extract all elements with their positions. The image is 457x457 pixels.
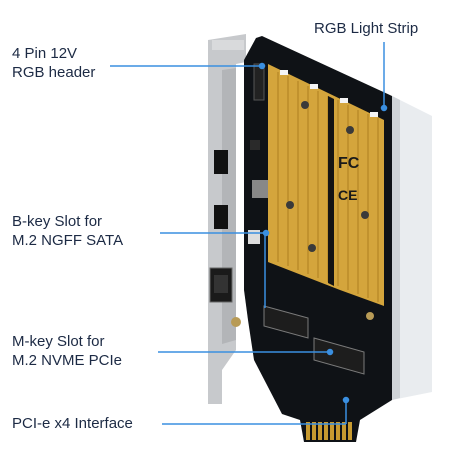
pcb-board <box>231 36 432 442</box>
label-pcie: PCI-e x4 Interface <box>12 414 133 433</box>
pcie-gold-fingers <box>306 422 352 440</box>
label-b-key: B-key Slot for M.2 NGFF SATA <box>12 212 123 250</box>
label-b-key-line1: B-key Slot for <box>12 213 103 230</box>
label-m-key-line1: M-key Slot for <box>12 333 105 350</box>
fcc-mark: FC <box>338 155 360 172</box>
rgb-light-strip <box>392 96 432 400</box>
label-rgb-header-line1: 4 Pin 12V <box>12 45 78 62</box>
label-m-key-line2: M.2 NVME PCIe <box>12 352 123 369</box>
label-pcie-text: PCI-e x4 Interface <box>12 415 133 432</box>
gold-heatsink <box>268 64 384 306</box>
label-rgb-header-line2: RGB header <box>12 64 96 81</box>
label-light-strip: RGB Light Strip <box>314 19 418 38</box>
label-m-key: M-key Slot for M.2 NVME PCIe <box>12 332 122 370</box>
callout-lines <box>110 42 388 425</box>
ce-mark: CE <box>338 187 357 203</box>
b-key-slot <box>263 305 309 339</box>
side-connectors <box>209 150 233 303</box>
label-light-strip-text: RGB Light Strip <box>314 20 419 37</box>
label-rgb-header: 4 Pin 12V RGB header <box>12 44 95 82</box>
label-b-key-line2: M.2 NGFF SATA <box>12 232 124 249</box>
